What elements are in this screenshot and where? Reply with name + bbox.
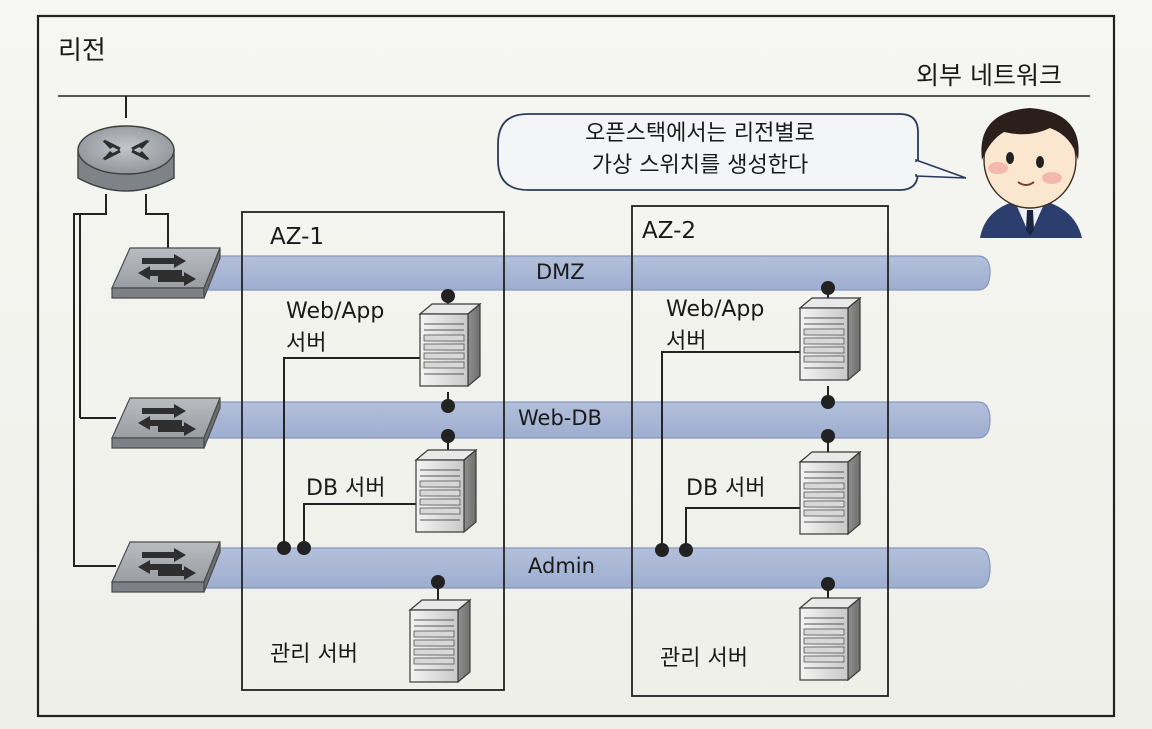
server-icon <box>409 599 471 683</box>
az2-mgmt-label: 관리 서버 <box>660 646 748 671</box>
person-avatar-icon <box>980 108 1082 238</box>
az1-title: AZ-1 <box>270 224 325 250</box>
server-icon <box>799 597 861 681</box>
server-icon <box>799 297 861 381</box>
speech-bubble <box>497 113 967 191</box>
speech-line-2: 가상 스위치를 생성한다 <box>591 153 809 178</box>
az1-webapp-line1: Web/App <box>286 299 385 324</box>
az2-frame <box>631 205 889 697</box>
az1-webapp-label: Web/App 서버 <box>286 296 384 360</box>
region-frame <box>36 14 1116 718</box>
router-icon <box>77 96 175 192</box>
az1-webapp-line2: 서버 <box>286 331 327 356</box>
az2-webapp-line2: 서버 <box>666 329 707 354</box>
az2-webapp-line1: Web/App <box>666 297 765 322</box>
az1-mgmt-label: 관리 서버 <box>270 642 358 667</box>
network-label-admin: Admin <box>528 554 595 578</box>
switch-icon <box>111 247 221 299</box>
server-icon <box>415 449 477 533</box>
network-bands <box>195 255 991 589</box>
speech-bubble-text: 오픈스택에서는 리전별로 가상 스위치를 생성한다 <box>500 118 900 182</box>
server-icon <box>419 303 481 387</box>
network-label-dmz: DMZ <box>536 260 585 284</box>
az1-frame <box>241 211 505 691</box>
az2-title: AZ-2 <box>642 218 697 244</box>
server-icon <box>799 451 861 535</box>
external-network-label: 외부 네트워크 <box>916 61 1062 90</box>
az2-webapp-label: Web/App 서버 <box>666 294 764 358</box>
speech-line-1: 오픈스택에서는 리전별로 <box>585 121 815 146</box>
region-title: 리전 <box>58 36 106 66</box>
switch-icon <box>111 397 221 449</box>
az2-db-label: DB 서버 <box>686 476 766 501</box>
switch-icon <box>111 541 221 593</box>
az1-db-label: DB 서버 <box>306 476 386 501</box>
network-label-web-db: Web-DB <box>518 406 602 430</box>
